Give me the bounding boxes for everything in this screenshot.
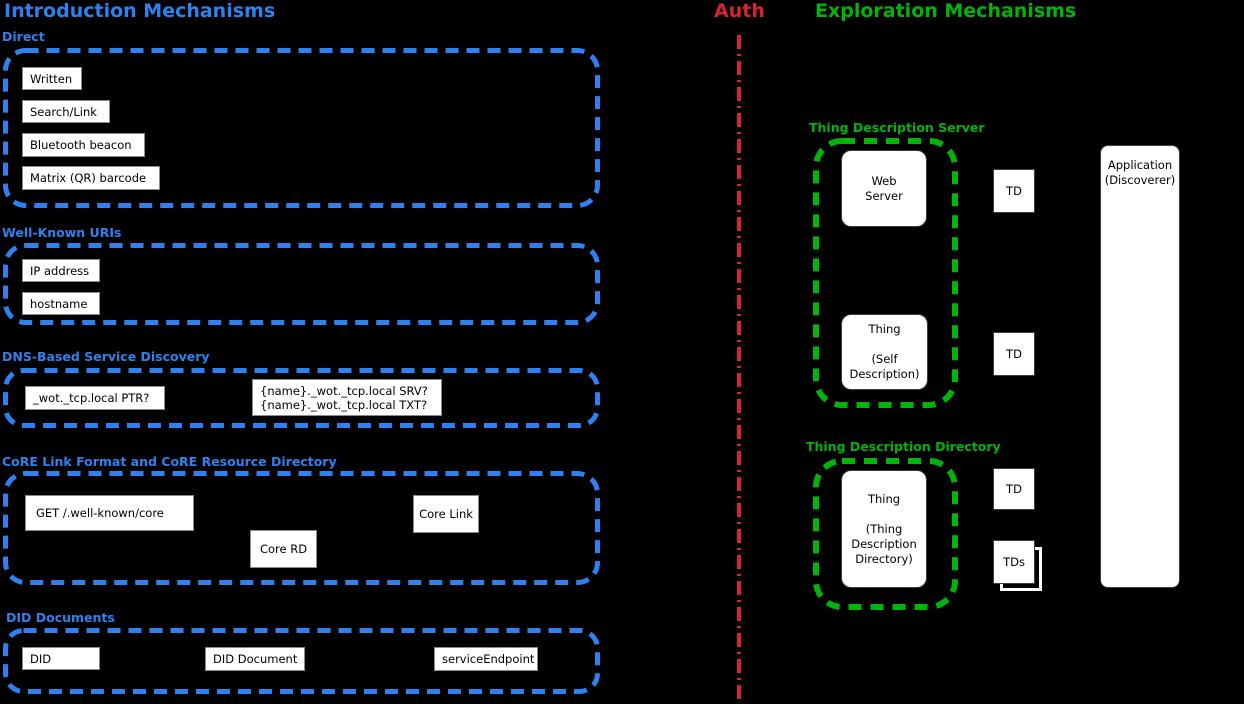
node-td-2: TD (993, 332, 1035, 376)
node-bluetooth-beacon: Bluetooth beacon (22, 133, 145, 157)
node-get-well-known-core: GET /.well-known/core (25, 495, 194, 531)
node-web-server: Web Server (841, 150, 927, 227)
group-label-td-server: Thing Description Server (809, 120, 985, 135)
node-td-3: TD (993, 468, 1035, 510)
node-core-link: Core Link (413, 495, 479, 533)
section-label-dns-sd: DNS-Based Service Discovery (2, 349, 210, 364)
node-written: Written (22, 67, 82, 90)
node-application-discoverer: Application (Discoverer) (1100, 145, 1180, 588)
exploration-title: Exploration Mechanisms (815, 0, 1077, 22)
node-matrix-qr-barcode: Matrix (QR) barcode (22, 166, 160, 190)
node-td-1: TD (993, 169, 1035, 213)
node-search-link: Search/Link (22, 100, 110, 123)
node-service-endpoint: serviceEndpoint (434, 647, 538, 671)
auth-title: Auth (714, 0, 765, 22)
node-dns-srv-txt: {name}._wot._tcp.local SRV? {name}._wot.… (252, 379, 442, 416)
node-core-rd: Core RD (250, 530, 317, 568)
node-thing-self-description: Thing (Self Description) (841, 314, 928, 390)
node-did: DID (22, 647, 100, 670)
section-label-well-known-uris: Well-Known URIs (2, 225, 122, 240)
node-dns-ptr: _wot._tcp.local PTR? (25, 386, 165, 410)
node-thing-description-directory: Thing (Thing Description Directory) (841, 470, 927, 588)
group-label-td-directory: Thing Description Directory (806, 439, 1001, 454)
section-label-core: CoRE Link Format and CoRE Resource Direc… (2, 454, 337, 469)
node-did-document: DID Document (205, 647, 305, 671)
node-hostname: hostname (22, 292, 100, 315)
section-label-direct: Direct (2, 29, 45, 44)
node-ip-address: IP address (22, 259, 100, 282)
section-label-did: DID Documents (6, 610, 115, 625)
node-tds: TDs (993, 540, 1035, 584)
intro-title: Introduction Mechanisms (4, 0, 276, 22)
